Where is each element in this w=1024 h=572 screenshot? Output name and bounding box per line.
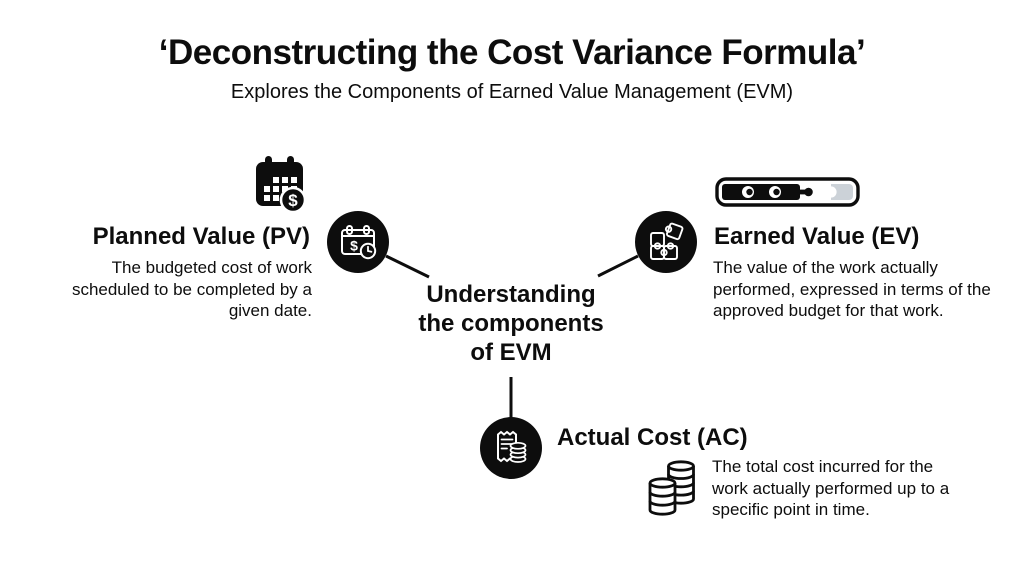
puzzle-pieces-icon — [650, 222, 684, 260]
ac-node — [480, 417, 542, 479]
receipt-coins-icon — [497, 430, 527, 463]
page-subtitle: Explores the Components of Earned Value … — [230, 81, 794, 103]
coin-stacks-icon — [648, 460, 695, 516]
pv-node: $ — [327, 211, 389, 273]
pv-description: The budgeted cost of work scheduled to b… — [71, 258, 312, 320]
ev-heading: Earned Value (EV) — [714, 223, 920, 250]
calendar-dollar-icon: $ — [256, 156, 307, 214]
ev-description: The value of the work actually performed… — [713, 258, 991, 320]
puzzle-progress-bar-icon — [715, 177, 860, 207]
calendar-dollar-clock-icon: $ — [341, 225, 377, 260]
ev-node — [635, 211, 697, 273]
ac-heading: Actual Cost (AC) — [557, 424, 748, 451]
page-title: ‘Deconstructing the Cost Variance Formul… — [158, 33, 866, 72]
svg-text:$: $ — [350, 238, 358, 254]
svg-text:$: $ — [288, 191, 298, 210]
pv-heading: Planned Value (PV) — [92, 223, 310, 250]
ac-description: The total cost incurred for the work act… — [712, 457, 950, 519]
center-label: Understanding the components of EVM — [418, 281, 604, 366]
